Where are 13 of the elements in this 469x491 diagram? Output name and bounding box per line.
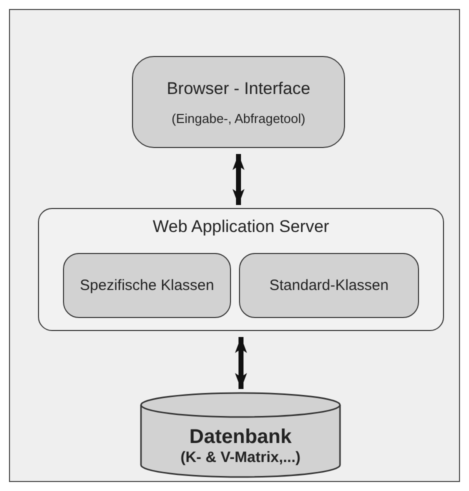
double-arrow [232, 154, 244, 205]
double-arrow [235, 337, 247, 389]
node-title: Standard-Klassen [269, 277, 389, 294]
node-title: Web Application Server [152, 217, 330, 237]
rounded-box [132, 56, 345, 148]
rounded-box [239, 253, 419, 318]
node-title: Datenbank [189, 426, 292, 449]
node-title: Browser - Interface [166, 78, 310, 98]
rounded-box [38, 208, 444, 331]
rounded-box [63, 253, 231, 318]
node-subtitle: (Eingabe-, Abfragetool) [172, 110, 306, 126]
node-title: Spezifische Klassen [80, 277, 214, 294]
node-subtitle: (K- & V-Matrix,...) [180, 449, 300, 466]
